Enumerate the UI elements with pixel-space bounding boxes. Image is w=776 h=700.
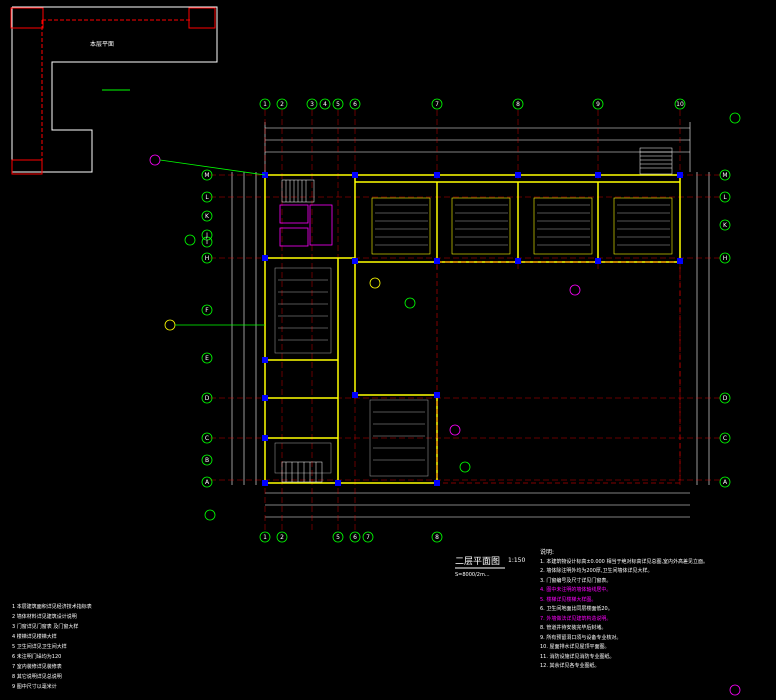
left-note-6: 6 未注明门垛均为120 — [12, 654, 62, 660]
axis-labels-top: 1 2 3 4 5 6 7 8 9 10 — [263, 101, 684, 108]
axis-label-top-5: 5 — [336, 101, 340, 108]
axis-label-bottom-1: 1 — [263, 534, 267, 541]
note-9: 9. 所有预留洞口须与设备专业核对。 — [540, 634, 622, 641]
note-3: 3. 门窗编号及尺寸详见门窗表。 — [540, 577, 612, 584]
drawing-subtitle: S=8000/2m... — [455, 572, 490, 578]
notes-left: 1 本层建筑面积详见经济技术指标表 2 墙体材料详见建筑设计说明 3 门窗详见门… — [12, 602, 252, 692]
axis-label-right-D: D — [723, 395, 728, 402]
axis-label-right-L: L — [723, 194, 727, 201]
axis-label-top-4: 4 — [323, 101, 327, 108]
notes-right: 说明: 1. 本建筑物设计标高±0.000 相当于绝对标高详见总图,室内外高差见… — [540, 548, 772, 672]
axis-label-top-2: 2 — [280, 101, 284, 108]
bottom-dimensions — [265, 492, 690, 518]
axis-label-bottom-2: 2 — [280, 534, 284, 541]
left-note-4: 4 楼梯详见楼梯大样 — [12, 634, 57, 640]
keyplan-label: 本层平面 — [90, 40, 114, 48]
axis-label-left-J: J — [205, 232, 208, 239]
axis-labels-left: M L K J I H F E D C B A — [204, 172, 210, 486]
axis-label-left-F: F — [205, 307, 209, 314]
axis-label-left-A: A — [205, 479, 210, 486]
left-dimensions — [231, 172, 257, 485]
axis-label-right-A: A — [723, 479, 728, 486]
left-note-7: 7 室内装修详见装修表 — [12, 664, 62, 670]
axis-label-left-M: M — [204, 172, 209, 179]
axis-label-left-D: D — [205, 395, 210, 402]
desk-grid-pattern — [375, 204, 670, 246]
axis-label-left-E: E — [205, 355, 209, 362]
left-note-3: 3 门窗详见门窗表 及门窗大样 — [12, 624, 79, 630]
axis-label-top-10: 10 — [676, 101, 684, 108]
note-2: 2. 墙体除注明外均为200厚,卫生间墙体详见大样。 — [540, 568, 653, 574]
toilet-fixtures — [279, 204, 333, 247]
key-plan: 本层平面 — [10, 6, 218, 175]
note-5: 5. 楼梯详见楼梯大样图。 — [540, 596, 597, 603]
drawing-scale: 1:150 — [508, 557, 525, 564]
axis-label-top-6: 6 — [353, 101, 357, 108]
axis-label-top-9: 9 — [596, 101, 600, 108]
axis-label-right-M: M — [722, 172, 727, 179]
left-note-5: 5 卫生间详见卫生间大样 — [12, 644, 67, 650]
axis-label-right-K: K — [723, 222, 728, 229]
left-note-2: 2 墙体材料详见建筑设计说明 — [12, 614, 77, 620]
left-note-8: 8 其它说明详见总说明 — [12, 674, 62, 680]
axis-label-left-B: B — [205, 457, 209, 464]
top-dimensions — [264, 122, 691, 172]
callouts — [149, 112, 741, 696]
classroom-desks-west — [274, 267, 429, 477]
axis-bubbles-bottom — [259, 531, 443, 543]
stairs — [281, 147, 673, 483]
axis-label-left-I: I — [206, 239, 208, 246]
axis-label-left-C: C — [205, 435, 209, 442]
axis-label-left-H: H — [205, 255, 210, 262]
note-8: 8. 管道井待安装完毕后封堵。 — [540, 625, 607, 631]
structural-columns — [262, 172, 683, 486]
note-7: 7. 外墙做法详见建筑构造说明。 — [540, 615, 612, 622]
note-1: 1. 本建筑物设计标高±0.000 相当于绝对标高详见总图,室内外高差见立面。 — [540, 558, 709, 565]
drawing-title-block: 二层平面图 1:150 S=8000/2m... — [455, 556, 525, 578]
axis-label-bottom-4: 6 — [353, 534, 357, 541]
axis-label-right-H: H — [723, 255, 728, 262]
note-6: 6. 卫生间地面比同层楼面低20。 — [540, 606, 613, 612]
right-dimensions — [696, 172, 710, 485]
classroom-desks-north — [371, 197, 673, 255]
axis-label-left-K: K — [205, 213, 210, 220]
axis-label-top-7: 7 — [435, 101, 439, 108]
axis-label-top-8: 8 — [516, 101, 520, 108]
axis-grid — [210, 110, 720, 530]
axis-bubbles-right — [719, 169, 731, 488]
drawing-title: 二层平面图 — [455, 556, 500, 567]
axis-label-top-1: 1 — [263, 101, 267, 108]
axis-labels-bottom: 1 2 5 6 7 8 — [263, 534, 439, 541]
left-note-1: 1 本层建筑面积详见经济技术指标表 — [12, 604, 92, 610]
axis-label-bottom-3: 5 — [336, 534, 340, 541]
note-10: 10. 屋面排水详见屋顶平面图。 — [540, 644, 610, 650]
axis-label-right-C: C — [723, 435, 727, 442]
axis-bubbles-left — [201, 169, 213, 488]
note-12: 12. 其余详见各专业图纸。 — [540, 663, 600, 669]
axis-label-bottom-6: 8 — [435, 534, 439, 541]
note-4: 4. 图中未注明的墙体轴线居中。 — [540, 587, 612, 593]
extension-outline — [436, 261, 681, 484]
notes-title: 说明: — [540, 549, 555, 556]
axis-label-bottom-5: 7 — [366, 534, 370, 541]
note-11: 11. 消防设施详见消防专业图纸。 — [540, 653, 615, 660]
axis-label-top-3: 3 — [310, 101, 314, 108]
axis-labels-right: M L K H D C A — [722, 172, 728, 486]
left-note-9: 9 图中尺寸以毫米计 — [12, 684, 57, 690]
axis-bubbles-top — [259, 98, 686, 110]
axis-label-left-L: L — [205, 194, 209, 201]
